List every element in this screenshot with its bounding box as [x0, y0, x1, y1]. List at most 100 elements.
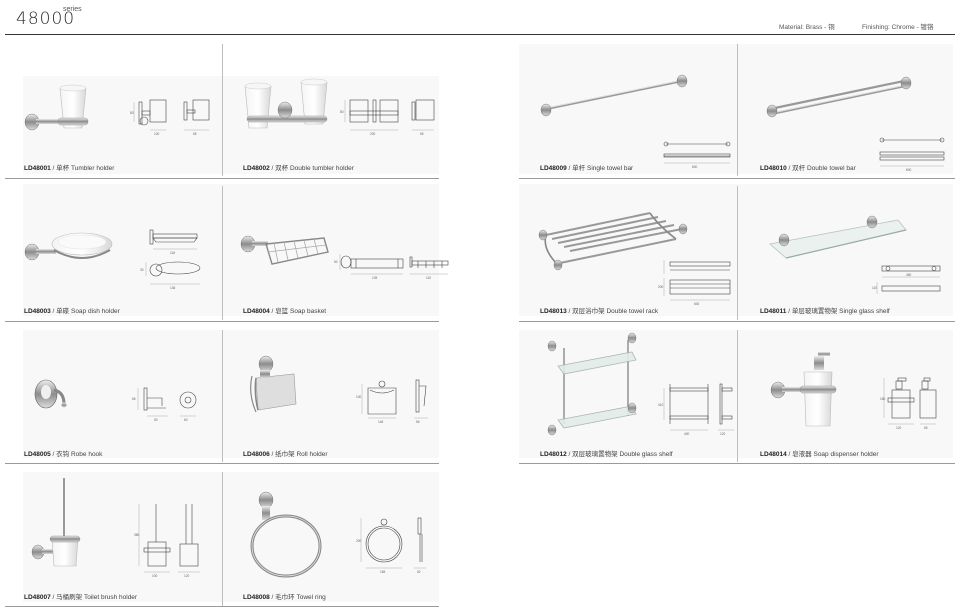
single-glass-shelf-drawing: 450 110: [872, 265, 941, 294]
header-rule: [5, 34, 955, 35]
product-label: LD48014 / 皂液器 Soap dispenser holder: [760, 451, 879, 458]
dim-label: 30: [140, 268, 144, 272]
soap-dispenser-photo: [770, 352, 837, 427]
towel-ring-photo: [250, 491, 322, 578]
dim-label: 200: [658, 285, 664, 289]
panel-row3-right: [519, 330, 953, 458]
product-label: LD48007 / 马桶刷架 Toilet brush holder: [24, 594, 138, 601]
row-rule: [5, 178, 439, 179]
row-rule: [519, 321, 955, 322]
dim-label: 56: [416, 420, 420, 424]
divider: [737, 186, 738, 320]
row-rule: [519, 178, 955, 179]
divider: [222, 330, 223, 462]
soap-basket-drawing: 50 105 110: [334, 254, 449, 280]
single-glass-shelf-photo: [769, 215, 907, 259]
divider: [737, 44, 738, 176]
dim-label: 50: [334, 260, 338, 264]
dim-label: 65: [420, 132, 424, 136]
dim-label: 120: [720, 432, 726, 436]
dim-label: 600: [692, 165, 698, 169]
double-tumbler-holder-photo: [244, 78, 328, 129]
roll-holder-drawing: 100 146 56: [356, 379, 428, 424]
row-rule: [5, 463, 439, 464]
row-rule: [519, 463, 955, 464]
product-label: LD48002 / 双杯 Double tumbler holder: [243, 165, 354, 172]
divider: [222, 472, 223, 606]
robe-hook-photo: [34, 379, 67, 409]
dim-label: 600: [906, 168, 912, 172]
dim-label: 110: [872, 286, 877, 290]
product-label: LD48010 / 双杆 Double towel bar: [760, 165, 856, 172]
dim-label: 65: [924, 426, 928, 430]
dim-label: 65: [193, 132, 197, 136]
finishing-note: Finishing: Chrome - 镀铬: [862, 24, 934, 31]
soap-dish-photo: [24, 232, 113, 261]
towel-ring-drawing: 200 165 52: [356, 517, 426, 574]
dim-label: 52: [417, 570, 421, 574]
dim-label: 120: [184, 574, 190, 578]
product-label: LD48008 / 毛巾环 Towel ring: [243, 594, 326, 601]
product-label: LD48003 / 单碟 Soap dish holder: [24, 308, 120, 315]
panel-row2-right: [519, 184, 953, 316]
dim-label: 410: [658, 403, 664, 407]
divider: [222, 186, 223, 320]
soap-dish-drawing: 118 30 136: [140, 229, 201, 290]
double-towel-rack-drawing: 200 600: [658, 260, 731, 306]
product-label: LD48013 / 双层浴巾架 Double towel rack: [540, 308, 659, 315]
series-label: series: [63, 6, 82, 13]
dim-label: 400: [684, 432, 690, 436]
dim-label: 146: [378, 420, 384, 424]
row-rule: [5, 321, 439, 322]
toilet-brush-photo: [31, 478, 81, 567]
series-number: 48000: [16, 9, 76, 29]
dim-label: 200: [370, 132, 376, 136]
dim-label: 100: [152, 574, 158, 578]
dim-label: 180: [880, 397, 886, 401]
divider: [222, 44, 223, 176]
dim-label: 105: [372, 276, 378, 280]
product-label: LD48006 / 纸巾架 Roll holder: [243, 451, 328, 458]
dim-label: 118: [170, 251, 175, 255]
catalog-header: 48000 series Material: Brass - 铜 Finishi…: [0, 0, 964, 36]
dim-label: 60: [184, 418, 188, 422]
single-towel-bar-drawing: 600: [663, 141, 731, 169]
panel-row1-left: [23, 76, 439, 174]
dim-label: 65: [132, 397, 136, 401]
double-towel-rack-photo: [538, 212, 688, 271]
tumbler-holder-photo: [24, 84, 89, 131]
dim-label: 100: [356, 395, 362, 399]
dim-label: 80: [130, 111, 134, 115]
dim-label: 600: [694, 302, 700, 306]
product-label: LD48001 / 单杯 Tumbler holder: [24, 165, 115, 172]
product-label: LD48004 / 皂篮 Soap basket: [243, 308, 327, 315]
single-towel-bar-photo: [540, 74, 688, 117]
dim-label: 136: [170, 286, 176, 290]
dim-label: 80: [340, 110, 344, 114]
dim-label: 110: [426, 276, 431, 280]
double-glass-shelf-photo: [547, 332, 637, 436]
product-label: LD48005 / 衣钩 Robe hook: [24, 451, 103, 458]
dim-label: 380: [134, 533, 140, 537]
row-rule: [5, 606, 439, 607]
robe-hook-drawing: 65 50 60: [132, 387, 197, 422]
double-tumbler-drawing: 200 65 80: [340, 99, 435, 136]
dim-label: 100: [154, 132, 160, 136]
toilet-brush-drawing: 380 100 120: [134, 504, 200, 578]
double-towel-bar-photo: [766, 76, 912, 118]
double-glass-shelf-drawing: 410 400 120: [658, 383, 734, 436]
panel-row1-right: [519, 44, 953, 174]
product-label: LD48011 / 单层玻璃置物架 Single glass shelf: [760, 308, 890, 315]
dim-label: 165: [380, 570, 386, 574]
roll-holder-photo: [250, 355, 297, 413]
dim-label: 120: [896, 426, 902, 430]
double-towel-bar-drawing: 600: [879, 137, 945, 172]
soap-basket-photo: [240, 235, 329, 265]
dim-label: 50: [154, 418, 158, 422]
dim-label: 450: [906, 273, 912, 277]
product-label: LD48012 / 双层玻璃置物架 Double glass shelf: [540, 451, 673, 458]
product-label: LD48009 / 单杆 Single towel bar: [540, 165, 634, 172]
soap-dispenser-drawing: 180 120 65: [880, 377, 937, 430]
panel-row3-left: [23, 330, 439, 458]
material-note: Material: Brass - 铜: [779, 24, 835, 31]
